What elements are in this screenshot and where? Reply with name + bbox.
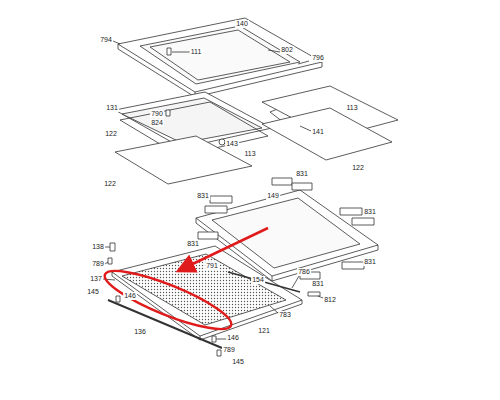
callout-number: 136: [133, 328, 147, 336]
callout-number: 113: [345, 104, 358, 112]
callout-number: 802: [280, 46, 294, 54]
callout-number: 146: [123, 292, 137, 300]
callout-number: 789: [91, 260, 105, 268]
callout-number: 146: [226, 334, 240, 342]
callout-number: 783: [278, 311, 292, 319]
callout-number: 831: [295, 170, 309, 178]
callout-number: 122: [104, 130, 118, 138]
callout-number: 113: [243, 150, 256, 158]
callout-number: 796: [311, 54, 325, 62]
callout-number: 790: [150, 110, 164, 118]
callout-number: 145: [86, 288, 100, 296]
callout-number: 141: [311, 128, 325, 136]
callout-number: 831: [196, 192, 210, 200]
callout-number: 122: [103, 180, 117, 188]
callout-number: 145: [231, 358, 245, 366]
callout-number: 789: [222, 346, 236, 354]
callout-number: 138: [91, 243, 105, 251]
callout-number: 791: [205, 262, 219, 270]
callout-number: 131: [105, 104, 119, 112]
callout-number: 111: [190, 48, 203, 56]
callout-number: 149: [266, 192, 280, 200]
callout-number: 812: [323, 296, 337, 304]
callout-number: 824: [150, 119, 164, 127]
callout-number: 831: [363, 208, 377, 216]
callout-number: 143: [225, 140, 239, 148]
callout-number: 831: [363, 258, 377, 266]
callout-number: 831: [311, 280, 325, 288]
callout-number: 122: [351, 164, 365, 172]
callout-number: 137: [89, 275, 103, 283]
callout-number: 831: [186, 240, 200, 248]
callout-number: 121: [257, 327, 271, 335]
callout-number: 794: [99, 36, 113, 44]
callout-number: 140: [235, 20, 249, 28]
callout-number: 786: [297, 268, 311, 276]
callout-number: 154: [251, 276, 265, 284]
